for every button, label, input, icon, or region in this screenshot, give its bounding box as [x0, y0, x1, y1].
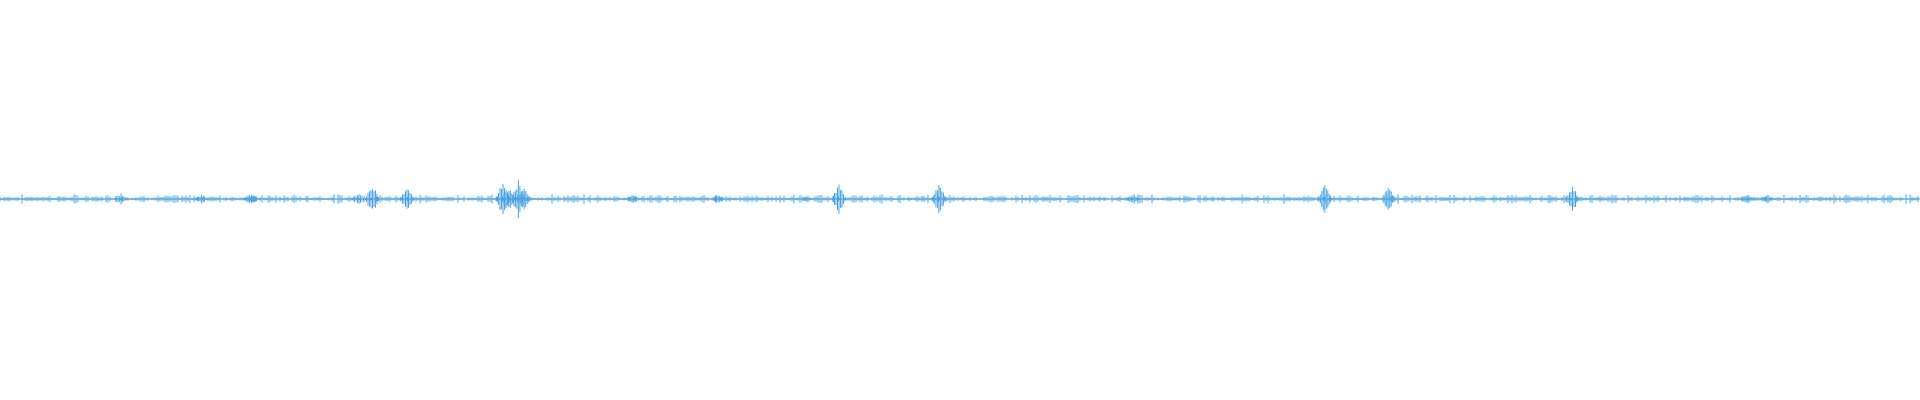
- waveform-transient: [799, 196, 813, 202]
- waveform-bars: [0, 179, 1920, 219]
- waveform-transient: [195, 194, 209, 204]
- waveform-transient: [1318, 185, 1332, 213]
- waveform-transient: [832, 184, 846, 214]
- waveform-transient: [1381, 188, 1395, 210]
- waveform-transient: [246, 195, 260, 203]
- waveform-transient: [1740, 194, 1754, 204]
- waveform-transient: [627, 195, 641, 203]
- waveform-transient: [1759, 195, 1773, 203]
- waveform-transient: [711, 195, 725, 203]
- waveform-transient: [932, 185, 946, 213]
- waveform-transient: [502, 190, 516, 208]
- waveform-transient: [114, 193, 128, 205]
- waveform-transient: [1566, 187, 1579, 211]
- waveform-transient: [366, 189, 379, 209]
- waveform-transient: [243, 194, 257, 204]
- waveform-transient: [1126, 194, 1140, 204]
- waveform-transient: [352, 194, 366, 204]
- waveform-transient: [400, 189, 414, 209]
- waveform-transient: [517, 188, 531, 210]
